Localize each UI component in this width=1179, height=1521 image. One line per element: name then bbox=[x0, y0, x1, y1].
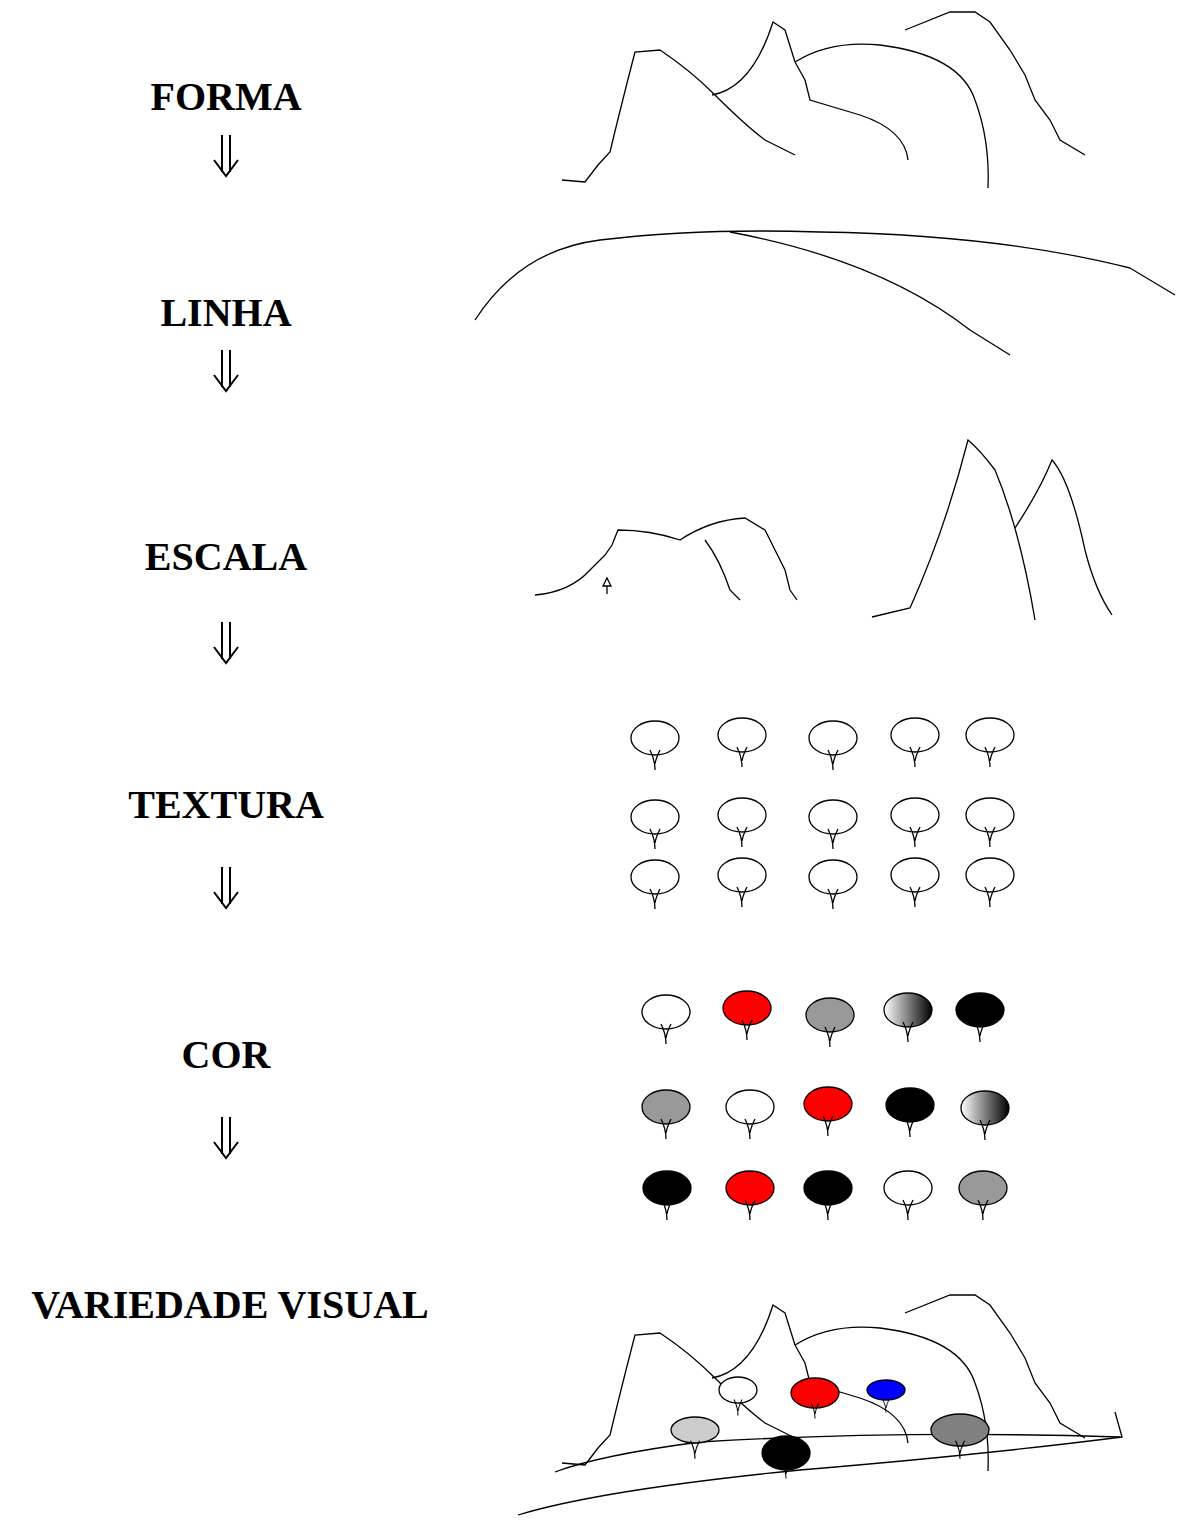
scale-outline bbox=[535, 440, 1112, 620]
texture-trees bbox=[631, 718, 1014, 909]
mountain-outline bbox=[562, 12, 1085, 188]
stage-label: COR bbox=[182, 1035, 271, 1075]
combined-scene bbox=[518, 1295, 1122, 1515]
stage-label: LINHA bbox=[160, 293, 291, 333]
line-outline bbox=[475, 231, 1175, 355]
color-trees bbox=[642, 991, 1009, 1220]
stage-label: TEXTURA bbox=[128, 785, 324, 825]
stage-label: ESCALA bbox=[145, 537, 307, 577]
result-label: VARIEDADE VISUAL bbox=[31, 1285, 429, 1325]
stage-label: FORMA bbox=[150, 77, 301, 117]
down-arrows bbox=[214, 135, 238, 1158]
